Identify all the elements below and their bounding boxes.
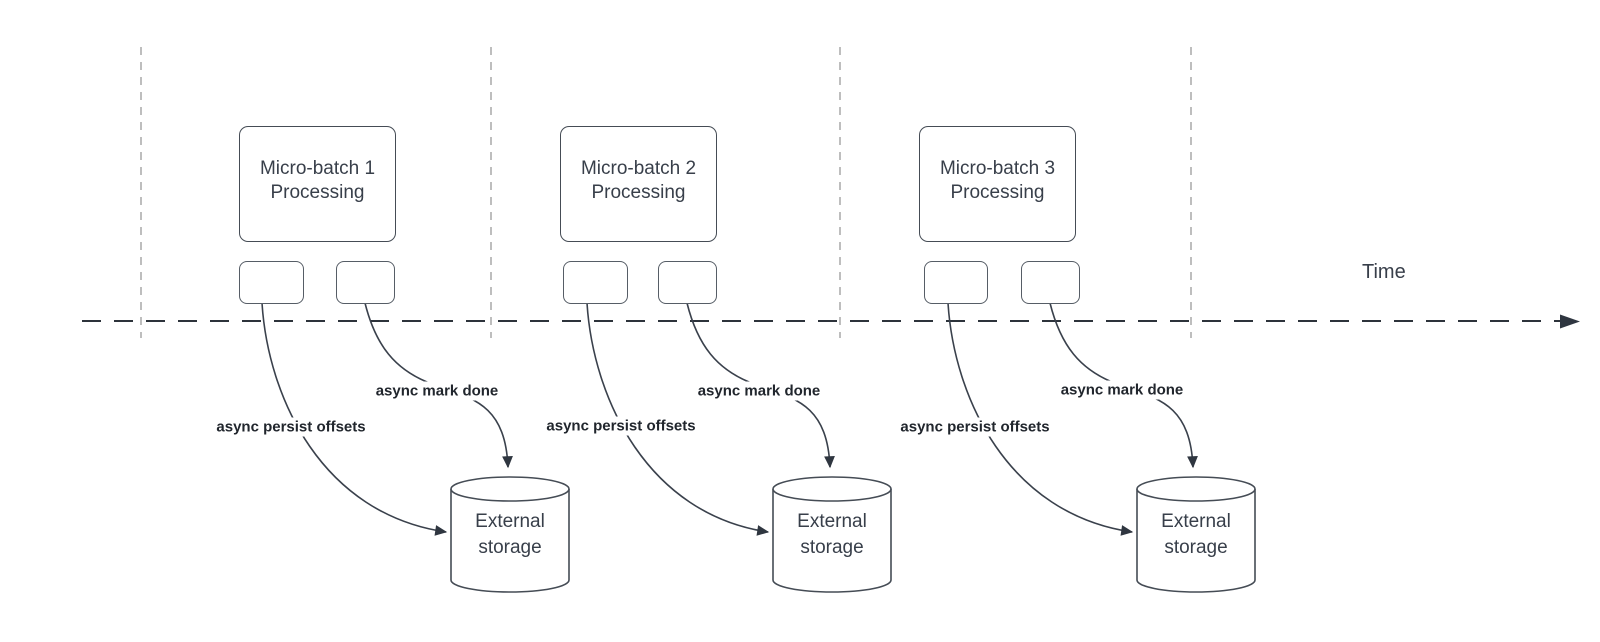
external-storage-cylinder-1 (450, 476, 570, 593)
mark-done-label-3: async mark done (1057, 380, 1187, 400)
done-task-box-1 (336, 261, 395, 304)
external-storage-label-2-line1: External (797, 511, 867, 532)
mark-done-label-2: async mark done (694, 381, 824, 401)
persist-offsets-arrow-1 (261, 302, 448, 536)
microbatch-1-title: Micro-batch 1 Processing (260, 157, 375, 205)
persist-offsets-label-1: async persist offsets (213, 417, 369, 437)
microbatch-3-processing-box: Micro-batch 3 Processing (919, 126, 1076, 242)
external-storage-cylinder-2 (772, 476, 892, 593)
external-storage-label-2-line2: storage (800, 537, 864, 558)
external-storage-label-1-line1: External (475, 511, 545, 532)
offset-task-box-2 (563, 261, 628, 304)
persist-offsets-arrow-3 (947, 302, 1134, 536)
done-task-box-3 (1021, 261, 1080, 304)
external-storage-label-3: External storage (1138, 509, 1254, 561)
microbatch-2-title-line2: Processing (591, 182, 686, 203)
external-storage-cylinder-3 (1136, 476, 1256, 593)
external-storage-label-2: External storage (774, 509, 890, 561)
external-storage-label-1: External storage (452, 509, 568, 561)
persist-offsets-label-3: async persist offsets (897, 417, 1053, 437)
time-axis-label: Time (1362, 261, 1406, 283)
microbatch-1-title-line2: Processing (270, 182, 365, 203)
microbatch-3-title: Micro-batch 3 Processing (940, 157, 1055, 205)
microbatch-3-title-line2: Processing (950, 182, 1045, 203)
offset-task-box-3 (924, 261, 988, 304)
microbatch-3-title-line1: Micro-batch 3 (939, 158, 1056, 179)
offset-task-box-1 (239, 261, 304, 304)
persist-offsets-label-2: async persist offsets (543, 416, 699, 436)
external-storage-label-3-line1: External (1161, 511, 1231, 532)
time-axis-arrowhead-icon (1560, 314, 1580, 329)
microbatch-1-processing-box: Micro-batch 1 Processing (239, 126, 396, 242)
microbatch-1-title-line1: Micro-batch 1 (259, 158, 376, 179)
microbatch-2-title: Micro-batch 2 Processing (581, 157, 696, 205)
microbatch-2-processing-box: Micro-batch 2 Processing (560, 126, 717, 242)
external-storage-label-3-line2: storage (1164, 537, 1228, 558)
mark-done-label-1: async mark done (372, 381, 502, 401)
persist-offsets-arrow-2 (586, 302, 770, 536)
done-task-box-2 (658, 261, 717, 304)
external-storage-label-1-line2: storage (478, 537, 542, 558)
microbatch-2-title-line1: Micro-batch 2 (580, 158, 697, 179)
